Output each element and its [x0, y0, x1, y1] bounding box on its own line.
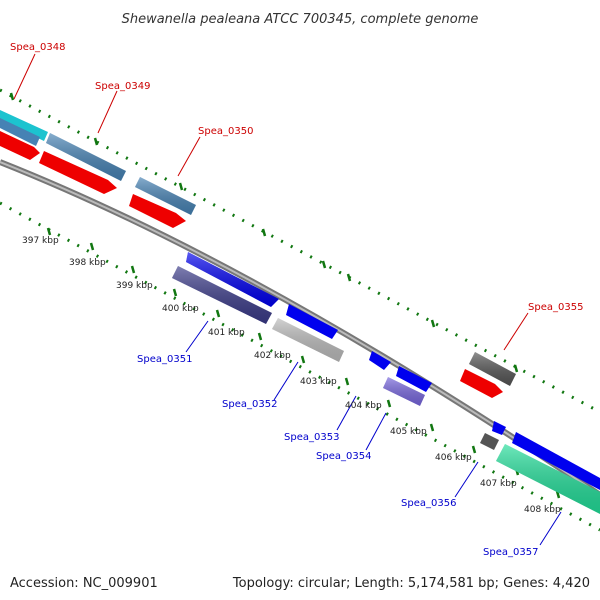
gene-arrow[interactable] — [512, 432, 600, 490]
map-title: Shewanella pealeana ATCC 700345, complet… — [122, 12, 479, 27]
gene-arrow[interactable] — [396, 366, 432, 392]
ruler-label: 405 kbp — [390, 427, 427, 437]
gene-labels-bottom: Spea_0351 Spea_0352 Spea_0353 Spea_0354 … — [137, 354, 538, 558]
gene-bar[interactable] — [46, 133, 126, 181]
gene-label[interactable]: Spea_0350 — [198, 126, 253, 137]
ruler-label: 400 kbp — [162, 304, 199, 314]
ruler-label: 408 kbp — [524, 505, 561, 515]
gene-label[interactable]: Spea_0352 — [222, 399, 277, 410]
major-ticks-outer — [9, 92, 519, 373]
gene-bar[interactable] — [0, 110, 48, 141]
gene-bar[interactable] — [496, 444, 600, 514]
gene-arrow[interactable] — [369, 351, 391, 370]
ruler-label: 397 kbp — [22, 236, 59, 246]
gene-arrow[interactable] — [129, 194, 186, 228]
accession-text: Accession: NC_009901 — [10, 576, 158, 591]
gene-bar[interactable] — [383, 377, 425, 406]
ruler-label: 406 kbp — [435, 453, 472, 463]
tick-track-inner — [0, 201, 600, 532]
tick-track-outer — [0, 88, 600, 414]
ruler-label: 403 kbp — [300, 377, 337, 387]
gene-bar[interactable] — [0, 118, 40, 146]
topology-text: Topology: circular; Length: 5,174,581 bp… — [232, 576, 590, 591]
ruler-labels: 397 kbp 398 kbp 399 kbp 400 kbp 401 kbp … — [22, 236, 561, 515]
ruler-label: 401 kbp — [208, 328, 245, 338]
ruler-label: 404 kbp — [345, 401, 382, 411]
ruler-label: 402 kbp — [254, 351, 291, 361]
ruler-label: 407 kbp — [480, 479, 517, 489]
backbone — [0, 159, 600, 498]
ruler-label: 399 kbp — [116, 281, 153, 291]
gene-bar[interactable] — [480, 433, 499, 450]
gene-arrow[interactable] — [286, 304, 338, 339]
gene-arrow[interactable] — [460, 369, 503, 398]
gene-label[interactable]: Spea_0348 — [10, 42, 65, 53]
gene-label[interactable]: Spea_0354 — [316, 451, 371, 462]
gene-bar[interactable] — [272, 318, 344, 362]
leader-lines-top — [13, 53, 529, 351]
ruler-label: 398 kbp — [69, 258, 106, 268]
gene-labels-top: Spea_0348 Spea_0349 Spea_0350 Spea_0355 — [10, 42, 583, 313]
gene-bar[interactable] — [135, 177, 196, 215]
gene-arrow[interactable] — [39, 151, 117, 194]
gene-arrow[interactable] — [186, 252, 279, 307]
gene-bar[interactable] — [469, 352, 516, 386]
gene-bar[interactable] — [172, 266, 272, 324]
gene-label[interactable]: Spea_0357 — [483, 547, 538, 558]
gene-label[interactable]: Spea_0353 — [284, 432, 339, 443]
gene-features — [0, 110, 600, 514]
gene-label[interactable]: Spea_0356 — [401, 498, 456, 509]
gene-label[interactable]: Spea_0349 — [95, 81, 150, 92]
gene-arrow[interactable] — [492, 421, 506, 435]
gene-label[interactable]: Spea_0355 — [528, 302, 583, 313]
leader-lines-bottom — [185, 320, 562, 546]
gene-arrow[interactable] — [0, 131, 40, 160]
gene-label[interactable]: Spea_0351 — [137, 354, 192, 365]
